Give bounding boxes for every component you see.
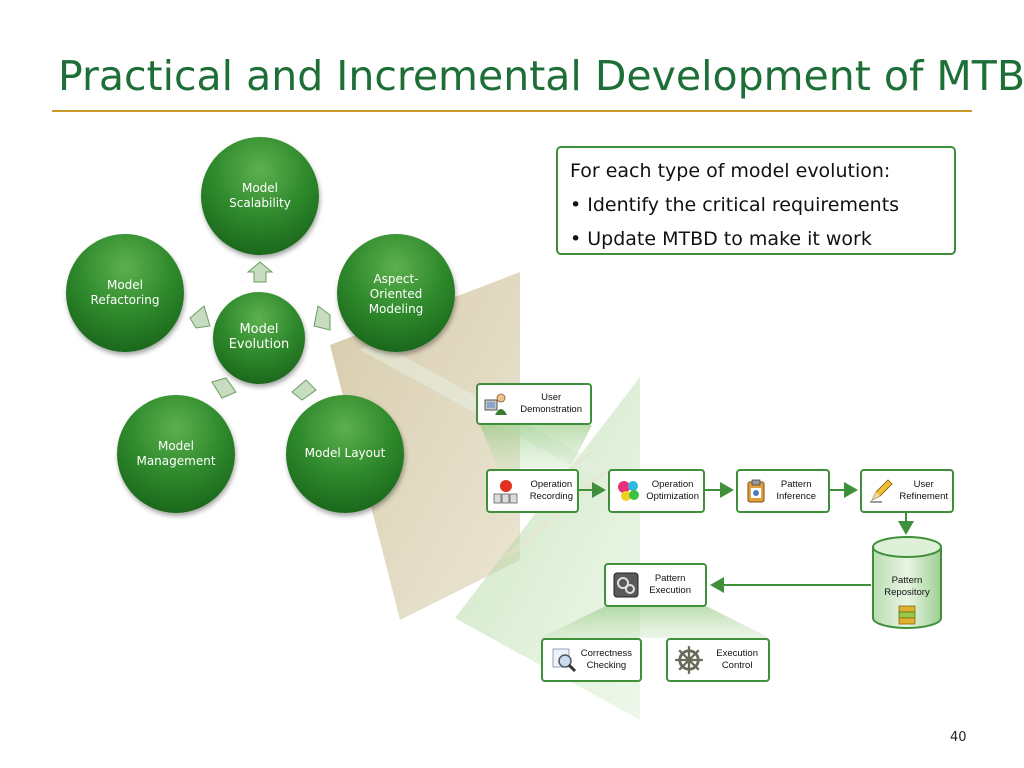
user-refinement-box: User Refinement <box>860 469 954 513</box>
cycle-arrow-up <box>246 261 274 283</box>
operation-recording-box: Operation Recording <box>486 469 579 513</box>
pencil-icon <box>870 479 893 503</box>
node-aspect-oriented-modeling: Aspect- Oriented Modeling <box>337 234 455 352</box>
node-label: Aspect- Oriented Modeling <box>368 272 424 316</box>
callout-heading: For each type of model evolution: <box>570 160 891 182</box>
node-model-refactoring: Model Refactoring <box>66 234 184 352</box>
pattern-inference-label: Pattern Inference <box>776 479 816 502</box>
correctness-checking-label: Correctness Checking <box>580 648 632 671</box>
node-model-management: Model Management <box>117 395 235 513</box>
demonstration-cone <box>480 425 592 468</box>
correctness-checking-box: Correctness Checking <box>541 638 642 682</box>
node-label: Model Scalability <box>229 181 291 210</box>
execution-cone <box>540 606 770 638</box>
center-label: Model Evolution <box>228 322 290 352</box>
title-underline <box>52 110 972 112</box>
cycle-arrow-left-down <box>211 377 237 399</box>
cycle-arrow-left <box>189 305 211 329</box>
node-model-evolution: Model Evolution <box>213 292 305 384</box>
magnifier-icon <box>552 648 577 673</box>
cycle-arrow-right-up <box>313 305 331 331</box>
user-demonstration-label: User Demonstration <box>520 392 582 415</box>
pattern-execution-label: Pattern Execution <box>649 573 691 596</box>
pattern-execution-box: Pattern Execution <box>604 563 707 607</box>
clipboard-icon <box>747 479 765 503</box>
execution-control-label: Execution Control <box>716 648 758 671</box>
operation-recording-label: Operation Recording <box>529 479 573 502</box>
cycle-arrow-right-down <box>291 379 317 401</box>
callout-bullet: • Identify the critical requirements <box>570 194 900 216</box>
node-label: Model Management <box>136 439 216 468</box>
pattern-repository-label: Pattern Repository <box>884 575 930 598</box>
operation-optimization-label: Operation Optimization <box>646 479 699 502</box>
page-number: 40 <box>950 730 967 745</box>
requirements-callout: For each type of model evolution: • Iden… <box>556 146 956 255</box>
database-icon <box>872 536 942 629</box>
operation-optimization-box: Operation Optimization <box>608 469 705 513</box>
node-model-scalability: Model Scalability <box>201 137 319 255</box>
rec-icon <box>493 480 518 504</box>
user-demonstration-box: User Demonstration <box>476 383 592 425</box>
user-refinement-label: User Refinement <box>899 479 948 502</box>
ship-wheel-icon <box>675 646 703 674</box>
node-model-layout: Model Layout <box>286 395 404 513</box>
gears-icon <box>613 572 639 598</box>
puzzle-icon <box>618 481 639 501</box>
execution-control-box: Execution Control <box>666 638 770 682</box>
slide-title: Practical and Incremental Development of… <box>58 52 1024 100</box>
pattern-inference-box: Pattern Inference <box>736 469 830 513</box>
node-label: Model Refactoring <box>90 278 160 307</box>
user-computer-icon <box>484 393 507 415</box>
callout-bullet: • Update MTBD to make it work <box>570 228 872 250</box>
node-label: Model Layout <box>304 446 386 460</box>
